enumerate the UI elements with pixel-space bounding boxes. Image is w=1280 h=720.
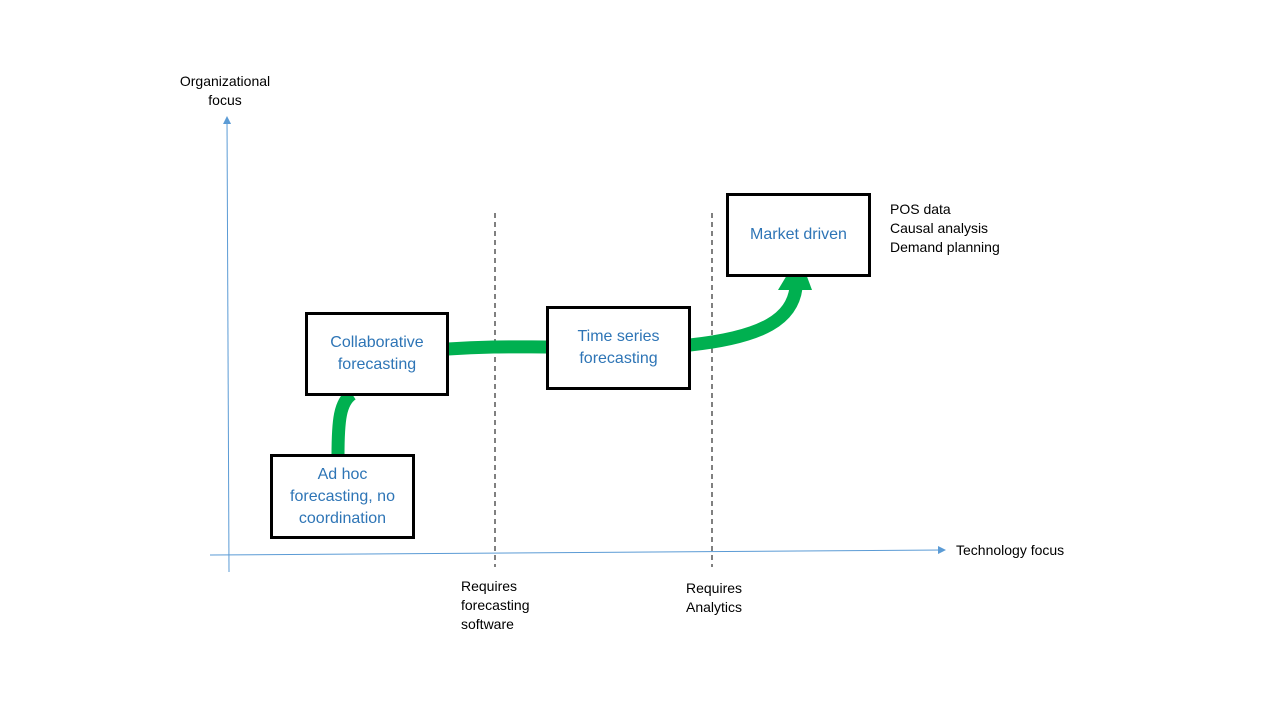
stage-box-collaborative: Collaborative forecasting xyxy=(305,312,449,396)
progression-path xyxy=(447,340,549,356)
progression-path xyxy=(689,286,803,352)
stage-label-ad-hoc: Ad hoc forecasting, no coordination xyxy=(290,465,395,527)
threshold-label-software: Requires forecasting software xyxy=(461,578,530,632)
stage-box-ad-hoc: Ad hoc forecasting, no coordination xyxy=(270,454,415,539)
market-driven-notes: POS data Causal analysis Demand planning xyxy=(890,201,1000,255)
stage-label-time-series: Time series forecasting xyxy=(577,328,660,367)
stage-label-market-driven: Market driven xyxy=(750,226,847,243)
y-axis-label: Organizational focus xyxy=(179,73,271,108)
progression-path xyxy=(331,388,357,457)
x-axis xyxy=(209,546,946,556)
x-axis-label: Technology focus xyxy=(956,542,1065,558)
stage-label-collaborative: Collaborative forecasting xyxy=(330,334,424,373)
stage-box-market-driven: Market driven xyxy=(726,193,871,277)
stage-box-time-series: Time series forecasting xyxy=(546,306,691,390)
y-axis xyxy=(223,116,232,573)
threshold-label-analytics: Requires Analytics xyxy=(686,580,743,615)
